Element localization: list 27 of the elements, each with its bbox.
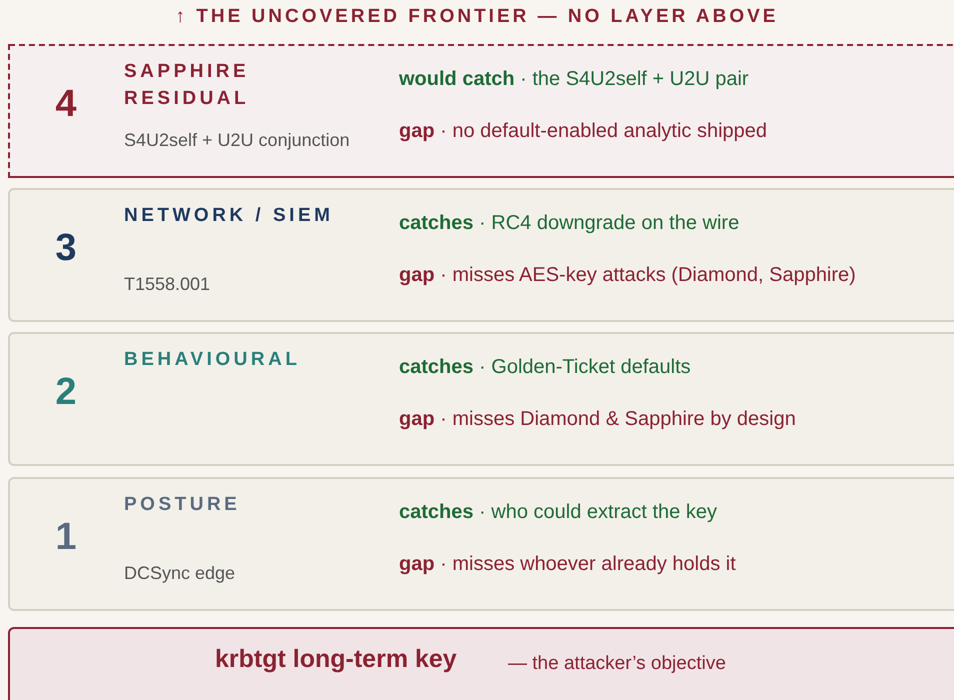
- tool-caption: T1558.001: [124, 274, 212, 295]
- layer-heading: NETWORK / SIEM: [124, 204, 334, 228]
- layer-panel: [8, 332, 954, 466]
- tool-caption: S4U2self + U2U conjunction: [124, 130, 351, 151]
- detection-note: would catch · the S4U2self + U2U pair: [399, 68, 749, 91]
- layer-heading: BEHAVIOURAL: [124, 348, 302, 372]
- layer-number: 3: [54, 227, 78, 270]
- detection-note: catches · Golden-Ticket defaults: [399, 356, 691, 379]
- gap-note: gap · no default-enabled analytic shipped: [399, 120, 768, 143]
- layer-panel: [8, 44, 954, 178]
- layer-heading: SAPPHIRE RESIDUAL: [124, 60, 250, 111]
- gap-note: gap · misses AES-key attacks (Diamond, Sapphire): [399, 264, 856, 287]
- layer-panel: [8, 188, 954, 322]
- layer-heading: POSTURE: [124, 493, 242, 517]
- gap-note: gap · misses Diamond & Sapphire by design: [399, 408, 796, 431]
- gap-note: gap · misses whoever already holds it: [399, 553, 736, 576]
- objective-note: — the attacker’s objective: [508, 653, 726, 675]
- objective-panel: [8, 627, 954, 700]
- objective-heading: krbtgt long-term key: [215, 645, 457, 674]
- layer-number: 4: [54, 83, 78, 126]
- layer-number: 2: [54, 371, 78, 414]
- title: ↑ THE UNCOVERED FRONTIER — NO LAYER ABOVE: [174, 6, 780, 28]
- detection-note: catches · who could extract the key: [399, 501, 717, 524]
- layer-panel: [8, 477, 954, 611]
- tool-caption: DCSync edge: [124, 563, 236, 584]
- detection-note: catches · RC4 downgrade on the wire: [399, 212, 740, 235]
- layer-number: 1: [54, 516, 78, 559]
